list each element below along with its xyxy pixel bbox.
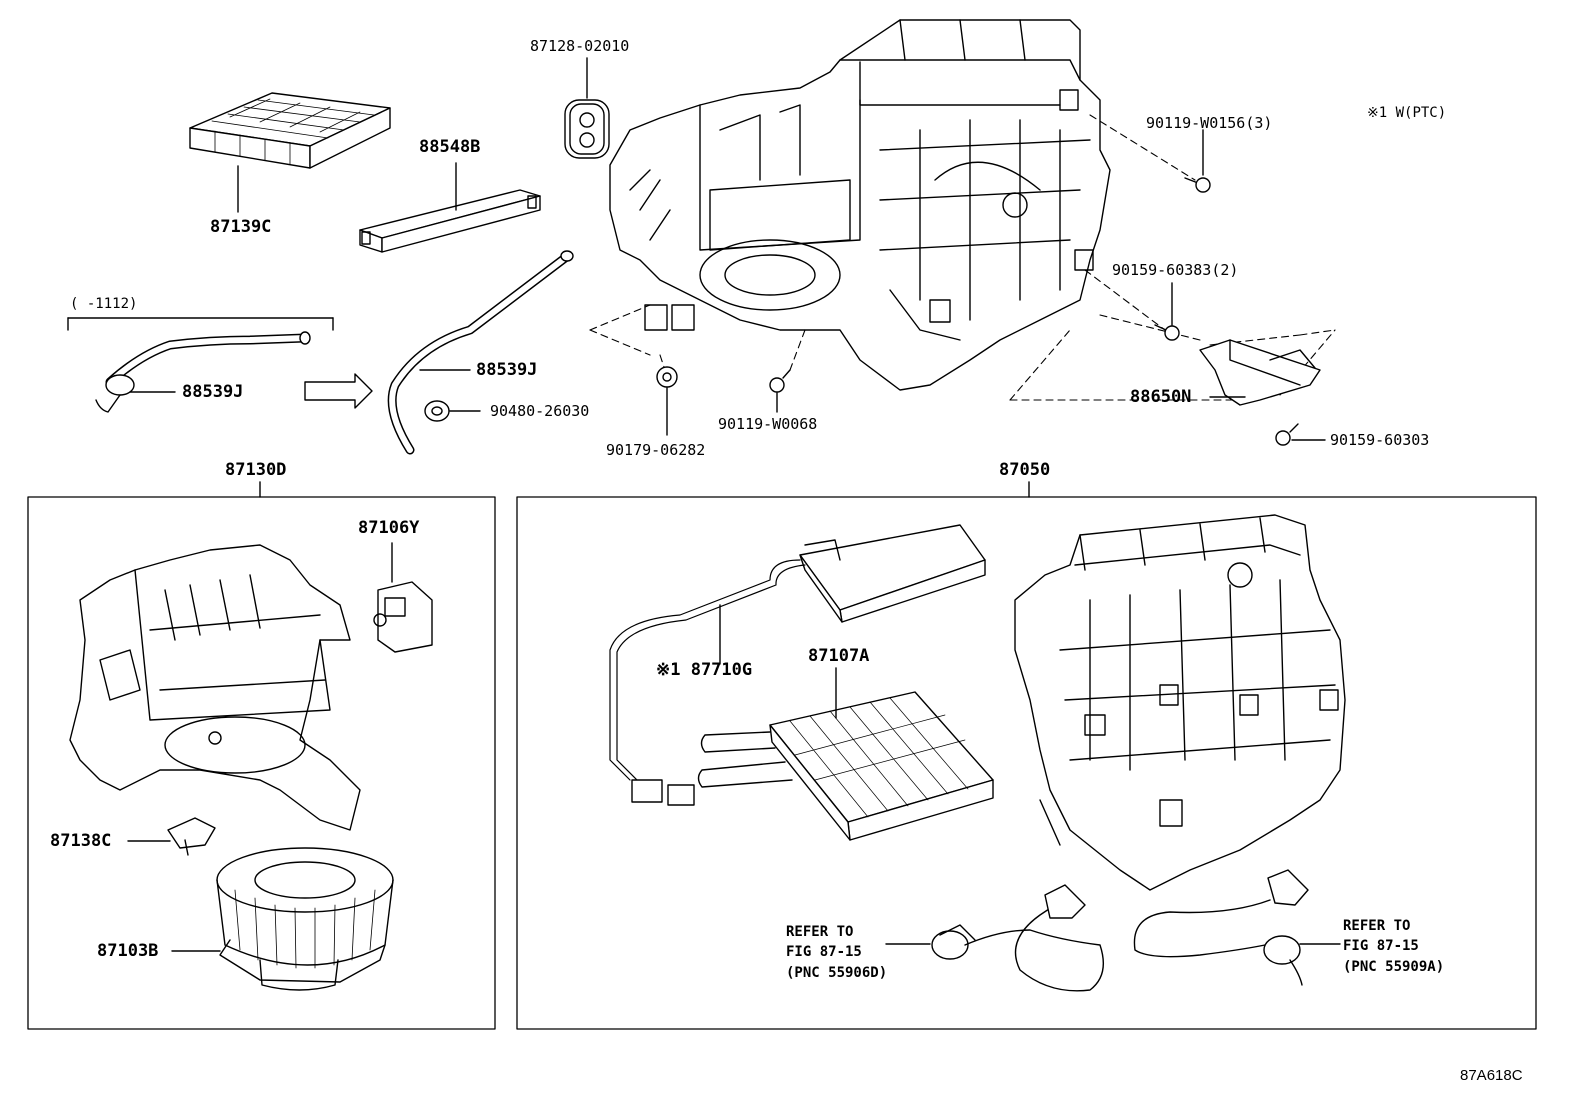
heater-core-87107a-drawing: [697, 667, 994, 841]
hvac-unit-87050-drawing: [1014, 514, 1346, 891]
label-88548b: 88548B: [419, 137, 481, 157]
label-87103b: 87103B: [97, 941, 159, 961]
reference-note-55906d: REFER TO FIG 87-15 (PNC 55906D): [786, 924, 888, 981]
clip-26030-drawing: [424, 400, 481, 422]
figure-id: 87A618C: [1460, 1067, 1523, 1084]
label-87128-02010: 87128-02010: [530, 37, 630, 55]
reference-note-55909a: REFER TO FIG 87-15 (PNC 55909A): [1343, 918, 1445, 975]
supersession-arrow: [304, 373, 373, 409]
ptc-heater-harness-drawing: [609, 524, 986, 806]
main-hvac-unit-drawing: [609, 19, 1111, 391]
bolt-w0068-drawing: [769, 369, 791, 413]
bolt-60383-drawing: [1154, 282, 1180, 341]
sensor-55909a-drawing: [1133, 869, 1341, 986]
label-87138c: 87138C: [50, 831, 112, 851]
label-87050: 87050: [999, 460, 1051, 480]
label-87710g: ※1 87710G: [656, 660, 753, 680]
date-range-bracket: [67, 317, 334, 331]
label-90480-26030: 90480-26030: [490, 402, 590, 420]
screw-60303-drawing: [1275, 423, 1326, 446]
filter-cover-drawing: [359, 189, 541, 253]
label-90119-w0068: 90119-W0068: [718, 415, 818, 433]
label-87107a: 87107A: [808, 646, 870, 666]
blower-assembly-box: [27, 496, 496, 1030]
label-87106y: 87106Y: [358, 518, 420, 538]
label-88539j-new: 88539J: [476, 360, 538, 380]
label-90179-06282: 90179-06282: [606, 441, 706, 459]
hvac-unit-box: [516, 496, 1537, 1030]
label-88650n: 88650N: [1130, 387, 1192, 407]
actuator-87106y-drawing: [373, 542, 433, 653]
cabin-filter-drawing: [189, 92, 391, 169]
grommet-drawing: [564, 99, 610, 159]
date-range-label: ( -1112): [70, 296, 138, 312]
resistor-87138c-drawing: [127, 817, 216, 856]
label-90159-60303: 90159-60303: [1330, 431, 1430, 449]
drain-hose-old-drawing: [95, 331, 311, 413]
note-ptc: ※1 W(PTC): [1367, 105, 1447, 121]
label-88539j-old: 88539J: [182, 382, 244, 402]
label-87139c: 87139C: [210, 217, 272, 237]
label-90159-60383: 90159-60383(2): [1112, 261, 1239, 279]
module-88650n-drawing: [1199, 339, 1321, 406]
bolt-w0156-drawing: [1184, 129, 1211, 193]
blower-housing-drawing: [69, 544, 361, 831]
label-90119-w0156: 90119-W0156(3): [1146, 114, 1273, 132]
blower-motor-87103b-drawing: [171, 847, 394, 991]
label-87130d: 87130D: [225, 460, 287, 480]
drain-hose-new-drawing: [387, 250, 574, 455]
nut-06282-drawing: [656, 366, 678, 436]
sensor-55906d-drawing: [885, 884, 1104, 992]
